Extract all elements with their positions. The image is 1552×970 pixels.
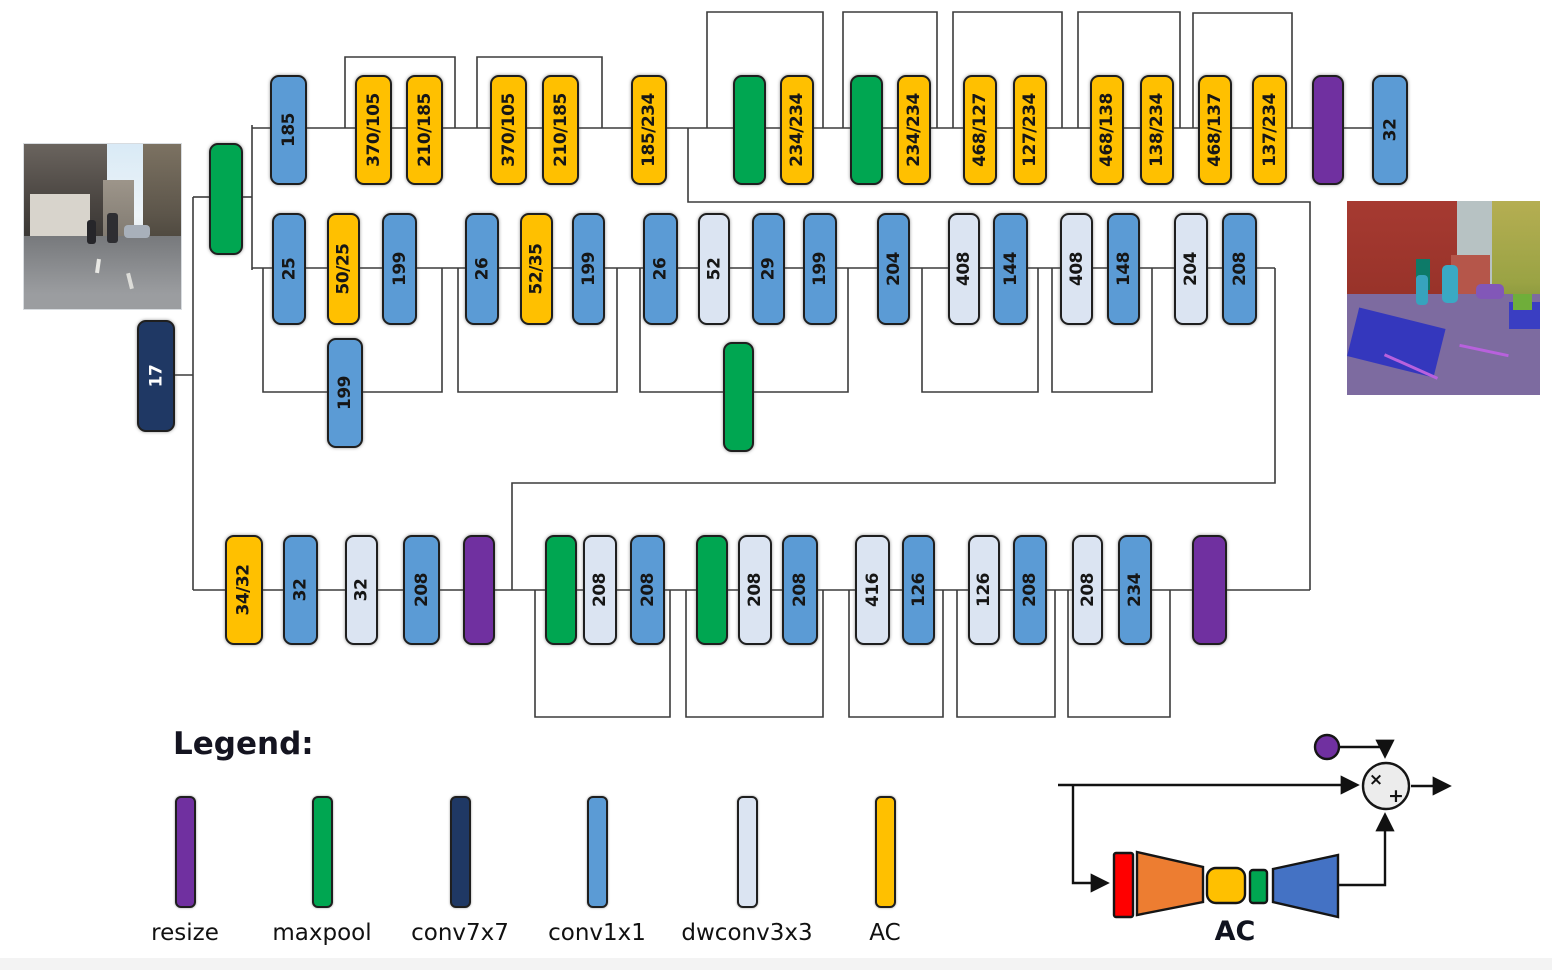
ac-connector [1339,739,1395,759]
connector [952,11,1063,128]
ac-bottleneck-rect [1205,866,1247,905]
legend-swatch-resize [175,796,196,908]
legend-label-dwconv3x3: dwconv3x3 [681,920,813,946]
input-image [23,143,182,310]
legend-title: Legend: [173,726,314,762]
legend-label-conv1x1: conv1x1 [548,920,646,946]
connector [457,268,618,393]
output-person-segment [1441,265,1458,304]
ac-decoder-trapezoid [1271,853,1340,919]
multiply-symbol: × [1369,770,1383,790]
input-cyclist [107,213,119,244]
connector [344,56,456,128]
connector [1077,11,1181,128]
connector [706,11,824,128]
ac-caption: AC [1214,916,1256,947]
output-vegetation-segment [1512,294,1533,310]
legend-swatch-maxpool [312,796,333,908]
connector [476,56,603,128]
input-car [124,224,151,238]
ac-connector [1338,812,1395,887]
legend-label-resize: resize [151,920,219,946]
connector [685,590,824,718]
connector [534,590,671,718]
connector [1192,12,1293,128]
ac-combine-circle [1361,761,1411,811]
legend-label-ac: AC [869,920,901,946]
connector [687,128,1311,590]
bottom-strip [0,958,1552,970]
connector [262,268,443,393]
legend-swatch-conv7x7 [450,796,471,908]
output-person-segment [1416,274,1429,305]
legend-swatch-dwconv3x3 [737,796,758,908]
input-cyclist [86,219,96,244]
ac-connector [1071,785,1110,893]
legend-swatch-ac [875,796,896,908]
legend-label-maxpool: maxpool [272,920,372,946]
legend-label-conv7x7: conv7x7 [411,920,509,946]
diagram-connectors [175,11,1390,718]
connector [511,268,1276,590]
ac-input-rect [1112,851,1135,919]
connector [1051,268,1153,393]
connector [848,590,944,718]
connector [1067,590,1171,718]
ac-subdiagram [1058,733,1452,919]
input-road [24,236,181,309]
connector [639,268,849,393]
connector [921,268,1039,393]
ac-encoder-trapezoid [1135,850,1205,917]
plus-symbol: + [1388,785,1404,807]
output-image [1347,201,1540,395]
ac-resize-dot [1313,733,1341,761]
ac-maxpool-rect [1248,868,1269,905]
connector [956,590,1056,718]
legend-swatch-conv1x1 [587,796,608,908]
output-car-segment [1476,284,1505,300]
connector [842,11,938,128]
